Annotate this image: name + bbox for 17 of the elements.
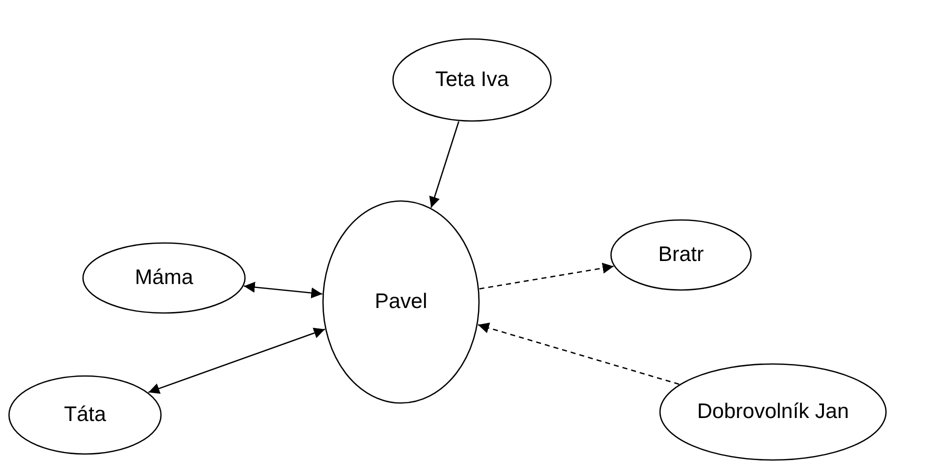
node-label: Máma bbox=[134, 265, 194, 291]
arrow bbox=[429, 121, 460, 208]
node-label: Dobrovolník Jan bbox=[697, 399, 849, 425]
arrow bbox=[244, 282, 322, 298]
node-label: Táta bbox=[64, 402, 106, 428]
arrow bbox=[148, 328, 326, 394]
ellipse-node bbox=[659, 363, 887, 461]
ellipse-node bbox=[322, 200, 480, 404]
arrow bbox=[479, 262, 614, 290]
node-label: Bratr bbox=[658, 242, 704, 268]
arrow bbox=[478, 322, 680, 385]
ellipse-node bbox=[392, 38, 552, 122]
ellipse-node bbox=[8, 375, 162, 455]
node-label: Teta Iva bbox=[435, 67, 509, 93]
ellipse-node bbox=[82, 242, 246, 314]
ellipse-node bbox=[610, 219, 752, 291]
node-label: Pavel bbox=[374, 289, 428, 315]
